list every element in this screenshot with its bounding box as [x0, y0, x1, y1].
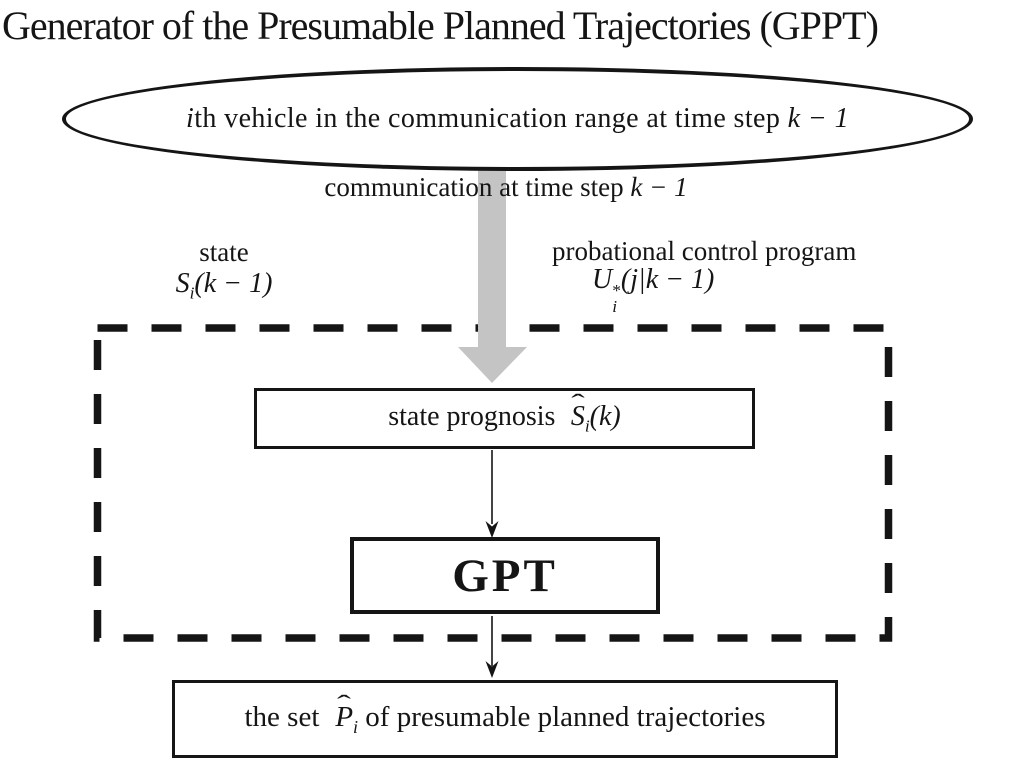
- page-title: Generator of the Presumable Planned Traj…: [2, 3, 879, 48]
- communication-arrow-icon: [458, 158, 527, 383]
- arrowhead-icon: [485, 521, 499, 538]
- control-program-formula: U*i(j|k − 1): [592, 264, 715, 317]
- vehicle-ellipse-label: ith vehicle in the communication range a…: [186, 103, 849, 134]
- arrowhead-icon: [485, 661, 499, 678]
- control-program-caption: probational control program: [552, 236, 857, 266]
- gpt-box: GPT: [350, 537, 660, 614]
- state-input-formula: Si(k − 1): [175, 268, 273, 303]
- communication-label: communication at time step k − 1: [324, 172, 688, 202]
- state-input-caption: state: [199, 237, 249, 267]
- gpt-label: GPT: [452, 549, 558, 602]
- vehicle-ellipse-node: ith vehicle in the communication range a…: [62, 67, 973, 171]
